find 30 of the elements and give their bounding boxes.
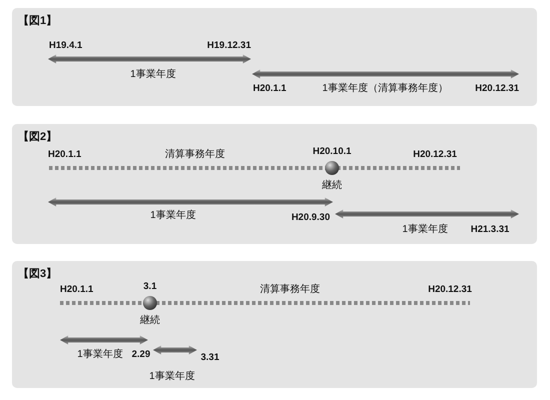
date-label: H20.12.31 <box>475 83 519 95</box>
period-label: 1事業年度 <box>150 210 196 222</box>
period-label: 清算事務年度 <box>260 284 320 296</box>
period-label: 1事業年度 <box>402 224 448 236</box>
date-label: 2.29 <box>132 349 150 361</box>
figure-panel <box>12 8 537 106</box>
figure-title: 【図2】 <box>18 130 58 144</box>
figure-title: 【図3】 <box>18 266 58 281</box>
date-label: H20.1.1 <box>60 284 94 296</box>
period-label: 清算事務年度 <box>165 149 225 161</box>
figure-panel <box>12 124 537 244</box>
figure-panel <box>12 261 537 388</box>
date-label: 3.31 <box>200 352 220 364</box>
date-label: H20.10.1 <box>312 146 352 157</box>
date-label: H19.4.1 <box>49 40 82 52</box>
date-label: H20.1.1 <box>253 83 286 95</box>
date-label: H20.12.31 <box>428 284 472 296</box>
event-label: 継続 <box>140 314 160 327</box>
date-label: H20.1.1 <box>48 149 82 161</box>
figure-title: 【図1】 <box>18 14 58 28</box>
event-label: 継続 <box>322 178 342 192</box>
date-label: 3.1 <box>143 281 157 292</box>
period-label: 1事業年度 <box>130 69 176 81</box>
period-label: 1事業年度 <box>77 349 123 361</box>
date-label: H21.3.31 <box>470 224 510 236</box>
period-label: 1事業年度（清算事務年度） <box>322 83 448 95</box>
date-label: H20.12.31 <box>413 149 457 161</box>
date-label: H20.9.30 <box>291 212 330 224</box>
period-label: 1事業年度 <box>149 371 195 383</box>
date-label: H19.12.31 <box>207 40 251 52</box>
